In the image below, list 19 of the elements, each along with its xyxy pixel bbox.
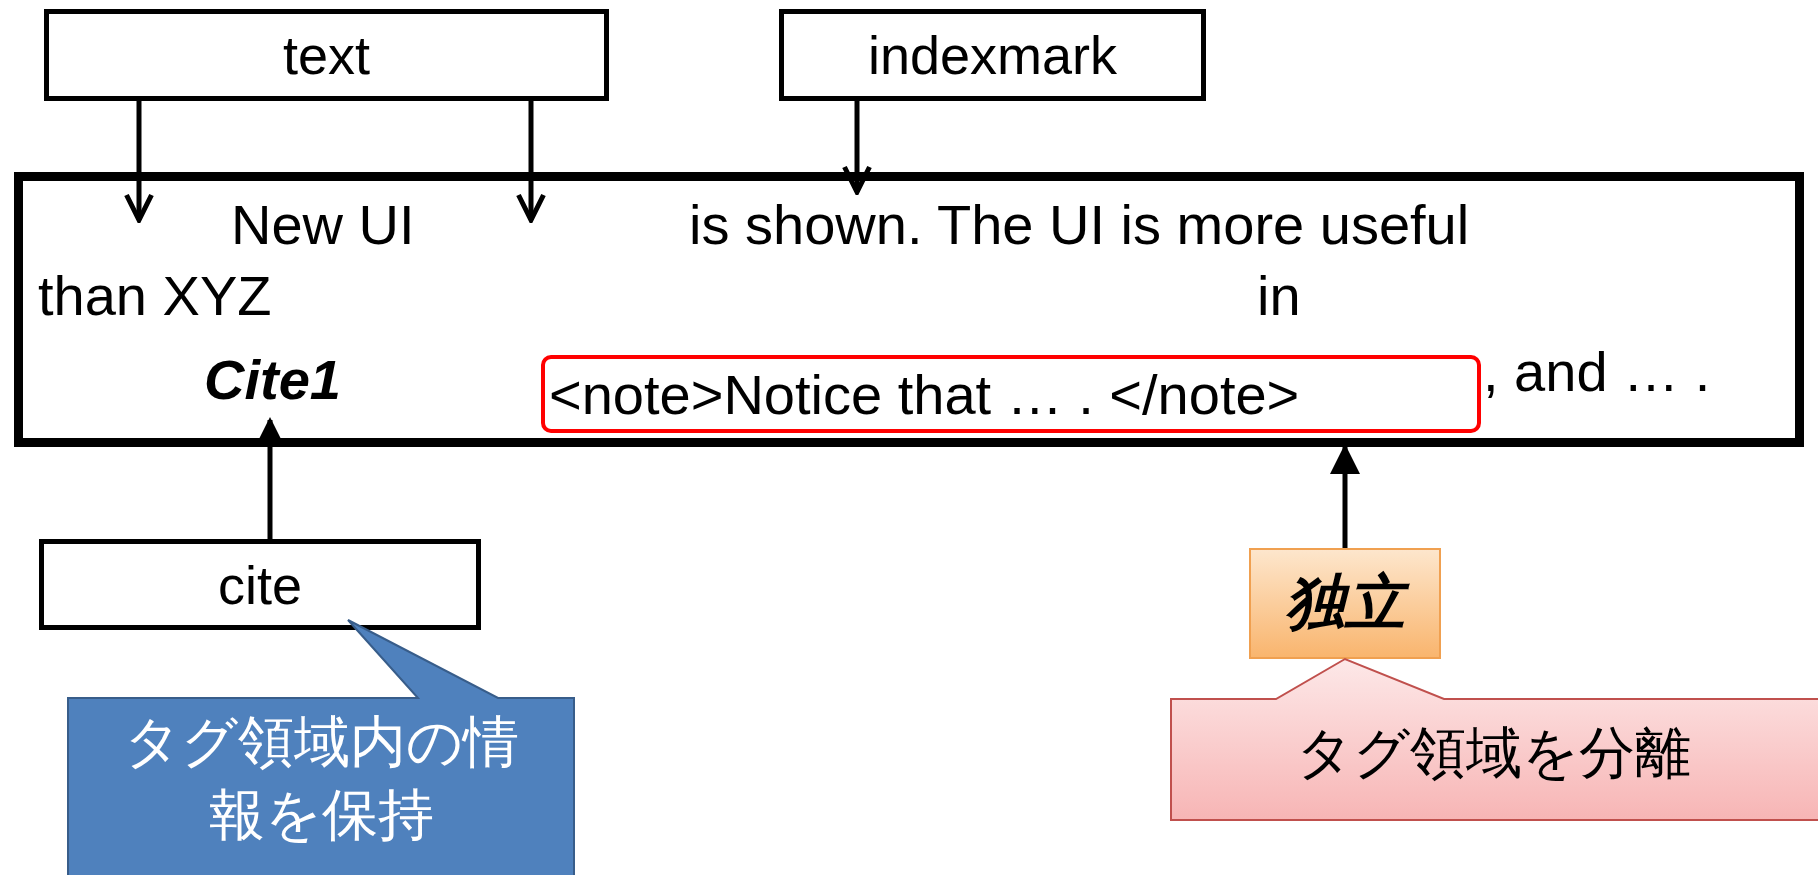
- arrow: [842, 101, 872, 195]
- callout-text: タグ領域を分離: [1295, 719, 1692, 787]
- callout-bubble: [1169, 657, 1818, 822]
- paragraph-text: is shown. The UI is more useful: [689, 197, 1470, 253]
- tag-box: indexmark: [779, 9, 1206, 101]
- paragraph-text: than XYZ: [38, 268, 272, 324]
- callout-text: タグ領域内の情報を保持: [122, 708, 520, 849]
- text-panel: [14, 172, 1804, 447]
- paragraph-text: in: [1257, 268, 1301, 324]
- tag-box: cite: [39, 539, 481, 630]
- arrow: [124, 101, 154, 223]
- arrow: [516, 101, 546, 223]
- paragraph-text: , and … .: [1483, 344, 1711, 400]
- label-box: 独立: [1249, 548, 1441, 659]
- paragraph-text: New UI: [231, 197, 415, 253]
- callout-bubble: [66, 618, 576, 875]
- arrow: [1330, 444, 1360, 548]
- tag-box: text: [44, 9, 609, 101]
- note-highlight: <note>Notice that … . </note>: [541, 355, 1481, 433]
